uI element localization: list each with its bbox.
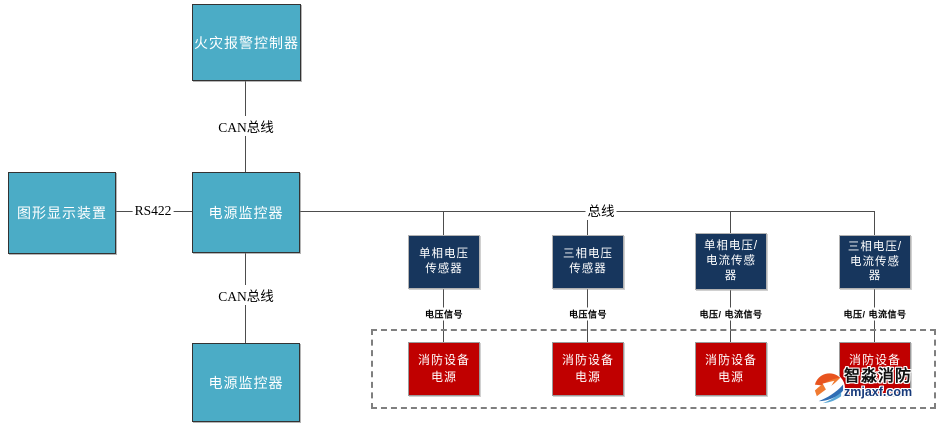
node-label: 图形显示装置 (17, 205, 107, 221)
node-label: 电源监控器 (208, 204, 284, 221)
node-label: 火灾报警控制器 (194, 34, 299, 51)
node-label-line: 传感器 (569, 263, 607, 275)
node-power-monitor-center: 电源监控器 (192, 172, 300, 253)
node-fire-alarm-controller: 火灾报警控制器 (192, 4, 301, 81)
node-label-line: 三相电压/ (847, 240, 903, 253)
edge-bus-drop-1 (443, 211, 444, 235)
edge-bus-drop-2 (587, 211, 588, 235)
node-label-line: 三相电压 (563, 248, 613, 261)
node-label: 电源监控器 (208, 374, 284, 391)
node-label-line: 电流传感 (706, 255, 756, 268)
watermark-text: 智淼消防 zmjaxf.com (844, 368, 913, 400)
node-label-line: 消防设备 (704, 352, 757, 367)
edge-label-can-bus-top: CAN总线 (216, 116, 276, 136)
signal-label-3: 电压/ 电流信号 (698, 307, 764, 321)
node-label-line: 消防设备 (848, 352, 901, 367)
node-graphic-display: 图形显示装置 (8, 172, 116, 254)
node-fire-equipment-power-1: 消防设备 电源 (408, 342, 480, 396)
node-label-line: 器 (724, 269, 738, 282)
watermark: 智淼消防 zmjaxf.com (811, 369, 912, 406)
node-fire-equipment-power-2: 消防设备 电源 (552, 342, 624, 396)
signal-label-2: 电压信号 (567, 307, 609, 321)
node-fire-equipment-power-4: 消防设备 电源 (839, 342, 911, 396)
node-label-line: 电源 (717, 370, 744, 384)
node-sensor-single-phase-voltage-current: 单相电压/ 电流传感 器 (695, 233, 767, 290)
edge-bus-drop-3 (730, 211, 731, 235)
protected-equipment-group-frame (371, 329, 936, 409)
node-sensor-three-phase-voltage-current: 三相电压/ 电流传感 器 (839, 235, 911, 289)
node-sensor-single-phase-voltage: 单相电压 传感器 (408, 235, 480, 289)
node-power-monitor-bottom: 电源监控器 (192, 343, 300, 422)
signal-label-4: 电压/ 电流信号 (842, 307, 908, 321)
signal-label-1: 电压信号 (423, 307, 465, 321)
edge-label-can-bus-bottom: CAN总线 (216, 285, 276, 305)
node-label-line: 单相电压 (419, 248, 469, 261)
edge-label-rs422: RS422 (132, 203, 174, 219)
node-label-line: 传感器 (425, 263, 463, 275)
node-label-line: 电源 (861, 370, 888, 384)
watermark-logo-icon (811, 371, 846, 406)
node-label-line: 电源 (574, 370, 601, 384)
watermark-brand: 智淼消防 (844, 368, 913, 385)
node-label-line: 器 (868, 270, 882, 283)
node-label-line: 电源 (430, 370, 457, 384)
watermark-url: zmjaxf.com (844, 385, 913, 399)
node-label-line: 消防设备 (417, 352, 470, 367)
edge-bus-drop-4 (874, 211, 875, 235)
node-sensor-three-phase-voltage: 三相电压 传感器 (552, 235, 624, 289)
node-fire-equipment-power-3: 消防设备 电源 (695, 342, 767, 396)
node-label-line: 单相电压/ (703, 240, 759, 253)
edge-label-bus: 总线 (585, 200, 617, 220)
node-label-line: 消防设备 (561, 352, 614, 367)
node-label-line: 电流传感 (850, 255, 900, 268)
